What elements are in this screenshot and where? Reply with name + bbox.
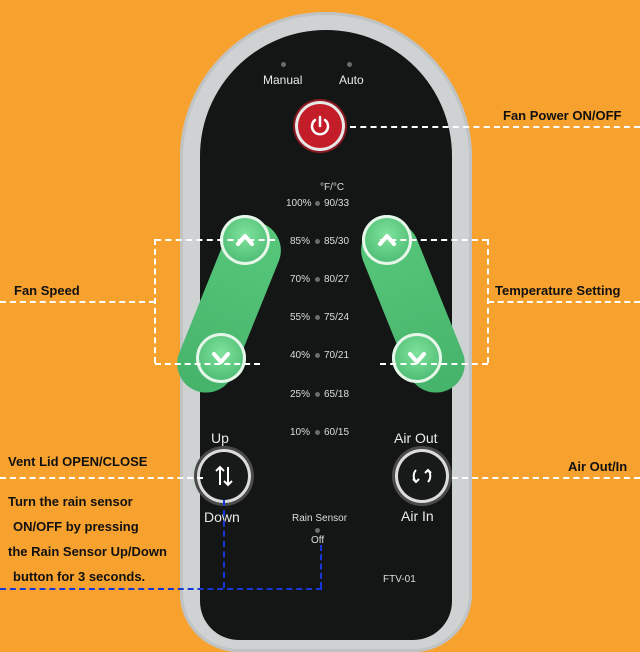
temp-level-65-18: 65/18 bbox=[324, 389, 350, 400]
level-dot bbox=[315, 201, 320, 206]
rain-note-leader-vertical-left bbox=[223, 500, 225, 588]
air-out-in-button[interactable] bbox=[398, 452, 446, 500]
rain-sensor-dot bbox=[315, 528, 320, 533]
callout-air-out-in: Air Out/In bbox=[568, 459, 628, 474]
level-dot bbox=[315, 392, 320, 397]
temp-level-85-30: 85/30 bbox=[324, 236, 350, 247]
level-dot bbox=[315, 430, 320, 435]
model-number: FTV-01 bbox=[383, 574, 416, 585]
auto-indicator-dot bbox=[347, 62, 352, 67]
temperature-bracket-bottom bbox=[380, 363, 488, 365]
manual-indicator-dot bbox=[281, 62, 286, 67]
circular-arrows-icon bbox=[412, 468, 432, 484]
fan-speed-bracket-bottom bbox=[155, 363, 260, 365]
chevron-down-icon bbox=[212, 352, 230, 364]
rain-note-line-2: ON/OFF by pressing bbox=[13, 519, 139, 534]
speed-level-10: 10% bbox=[290, 427, 311, 438]
temperature-bracket-side bbox=[487, 239, 489, 363]
fan-speed-bracket-side bbox=[154, 239, 156, 363]
level-dot bbox=[315, 315, 320, 320]
fan-power-leader-line-right bbox=[503, 126, 640, 128]
temperature-leader-line bbox=[488, 301, 640, 303]
callout-fan-power: Fan Power ON/OFF bbox=[503, 108, 622, 123]
air-in-label: Air In bbox=[401, 508, 434, 524]
chevron-down-icon bbox=[408, 352, 426, 364]
rain-sensor-status: Off bbox=[311, 535, 325, 546]
vent-lid-leader-line bbox=[0, 477, 203, 479]
temp-level-70-21: 70/21 bbox=[324, 350, 350, 361]
vent-up-label: Up bbox=[211, 430, 229, 446]
speed-level-85: 85% bbox=[290, 236, 311, 247]
temp-level-75-24: 75/24 bbox=[324, 312, 350, 323]
callout-fan-speed: Fan Speed bbox=[14, 283, 80, 298]
temp-level-90-33: 90/33 bbox=[324, 198, 350, 209]
power-icon bbox=[310, 115, 330, 136]
rain-note-line-4: button for 3 seconds. bbox=[13, 569, 146, 584]
level-dot bbox=[315, 277, 320, 282]
callout-vent-lid: Vent Lid OPEN/CLOSE bbox=[8, 454, 148, 469]
speed-level-25: 25% bbox=[290, 389, 311, 400]
fan-speed-leader-line bbox=[0, 301, 155, 303]
air-out-in-leader-line bbox=[452, 477, 640, 479]
rain-note-leader-line bbox=[0, 588, 322, 590]
speed-level-100: 100% bbox=[286, 198, 312, 209]
rain-note-leader-vertical-right bbox=[320, 545, 322, 588]
speed-level-55: 55% bbox=[290, 312, 311, 323]
temperature-down-button[interactable] bbox=[392, 333, 442, 383]
temp-level-80-27: 80/27 bbox=[324, 274, 350, 285]
temperature-bracket-top bbox=[380, 239, 488, 241]
mode-manual-label: Manual bbox=[263, 73, 303, 87]
air-out-label: Air Out bbox=[394, 430, 438, 446]
mode-auto-label: Auto bbox=[339, 73, 364, 87]
vent-down-label: Down bbox=[204, 509, 240, 525]
vent-lid-button[interactable] bbox=[200, 452, 248, 500]
unit-header: °F/°C bbox=[320, 182, 345, 193]
rain-sensor-label: Rain Sensor bbox=[292, 513, 348, 524]
fan-speed-down-button[interactable] bbox=[196, 333, 246, 383]
chevron-up-icon bbox=[236, 234, 254, 246]
rain-note-line-1: Turn the rain sensor bbox=[8, 494, 133, 509]
temp-level-60-15: 60/15 bbox=[324, 427, 350, 438]
fan-power-button[interactable] bbox=[298, 104, 342, 148]
up-down-arrows-icon bbox=[215, 465, 233, 487]
callout-temperature-setting: Temperature Setting bbox=[495, 283, 621, 298]
fan-power-leader-line bbox=[350, 126, 500, 128]
level-dot bbox=[315, 239, 320, 244]
chevron-up-icon bbox=[378, 234, 396, 246]
rain-note-line-3: the Rain Sensor Up/Down bbox=[8, 544, 167, 559]
speed-level-40: 40% bbox=[290, 350, 311, 361]
speed-level-70: 70% bbox=[290, 274, 311, 285]
level-dot bbox=[315, 353, 320, 358]
fan-speed-bracket-top bbox=[155, 239, 275, 241]
